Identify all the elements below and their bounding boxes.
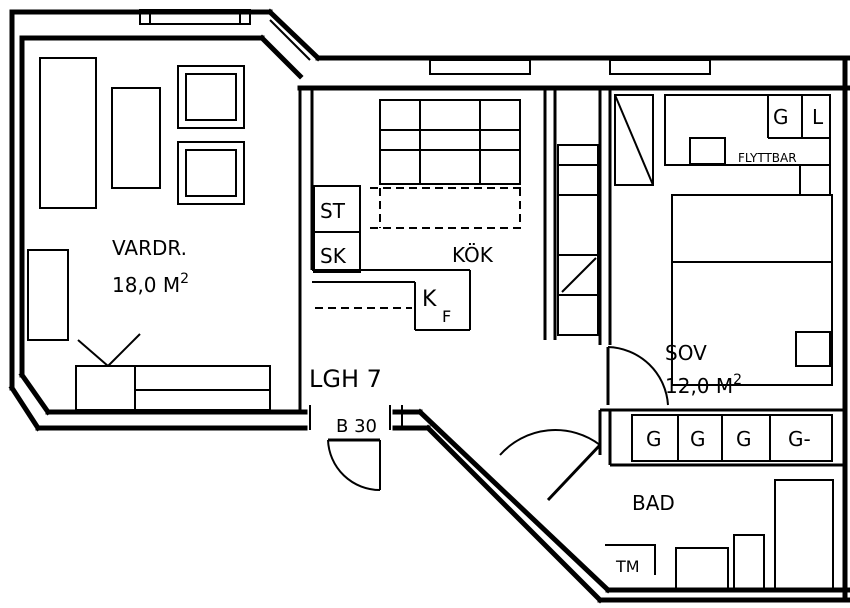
area-text: 12,0 M [665,374,733,398]
fixture-l: L [812,105,824,129]
room-label-sov: SOV [665,341,707,365]
apartment-labels: LGH 7 B 30 [309,365,382,437]
fixture-g-row-3: G [736,427,752,451]
living-room-furniture [27,57,271,411]
fixture-g-row-1: G [646,427,662,451]
fixture-labels: ST SK K F G L FLYTTBAR G G G G- TM [320,105,824,576]
fixture-sk: SK [320,244,347,268]
interior-walls [298,88,845,467]
fixture-flyttbar: FLYTTBAR [738,151,797,165]
area-text: 18,0 M [112,273,180,297]
fixture-g: G [773,105,789,129]
room-label-kok: KÖK [452,243,494,267]
room-labels: VARDR. 18,0 M2 KÖK SOV 12,0 M2 BAD [112,236,742,515]
door-entrance [327,438,381,491]
windows [139,9,711,75]
room-label-bad: BAD [632,491,675,515]
fixture-st: ST [320,199,346,223]
fixture-g-row-2: G [690,427,706,451]
fixture-tm: TM [615,557,640,576]
bath-fixtures [605,479,834,591]
g-cabinet-row [631,414,833,462]
fixture-f: F [442,307,451,326]
counter-strip [557,144,599,336]
bedroom-furniture [614,94,833,386]
apartment-type: B 30 [336,416,377,437]
fixture-g-row-4: G- [788,427,811,451]
kitchen-furniture [313,99,525,309]
area-sup: 2 [180,271,189,287]
door-bath [499,429,602,502]
room-label-vardr: VARDR. [112,236,187,260]
apartment-id: LGH 7 [309,365,382,393]
fixture-k: K [422,287,437,312]
room-area-vardr: 18,0 M2 [112,271,189,297]
room-area-sov: 12,0 M2 [665,372,742,398]
area-sup: 2 [733,372,742,388]
door-bedroom [606,346,669,406]
